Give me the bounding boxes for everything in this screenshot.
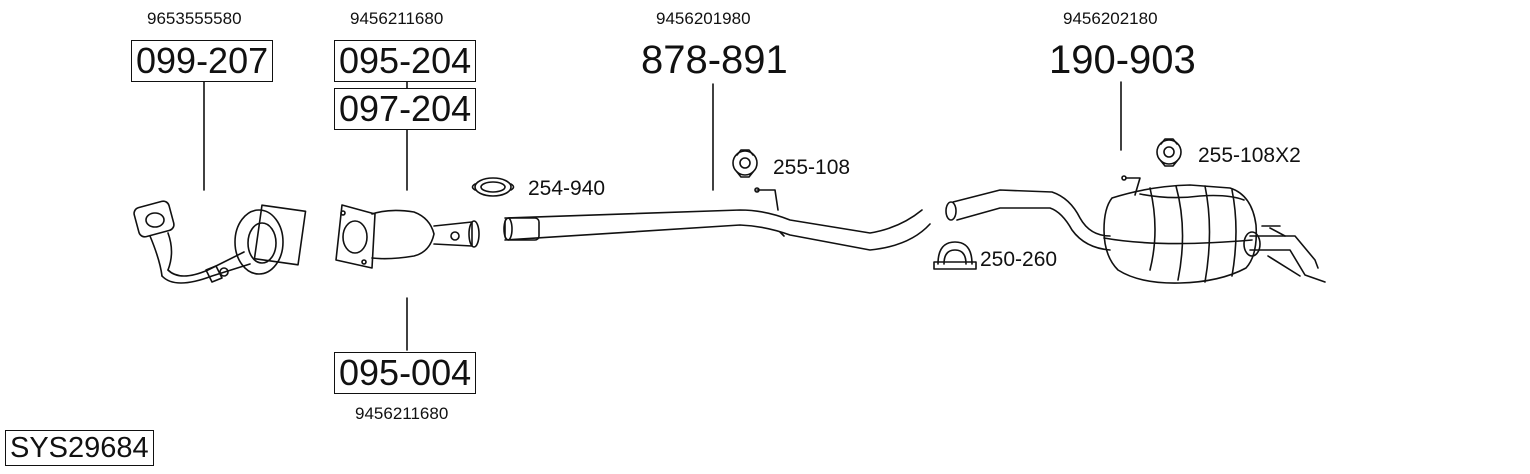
accessory-label[interactable]: 255-108 [773, 156, 851, 179]
rubber-hanger-icon [732, 149, 758, 178]
clamp-ring-icon [471, 177, 515, 197]
particulate-filter-part [335, 204, 480, 269]
accessory-label[interactable]: 255-108X2 [1198, 144, 1301, 167]
part-number-box[interactable]: 097-204 [334, 88, 477, 130]
rear-silencer-part [945, 175, 1326, 284]
part-number-box[interactable]: 095-204 [334, 40, 477, 82]
oem-number: 9456202180 [1063, 9, 1158, 28]
part-number-box[interactable]: 099-207 [131, 40, 274, 82]
part-number-label[interactable]: 190-903 [1049, 38, 1196, 82]
oem-number: 9456201980 [656, 9, 751, 28]
part-number-label[interactable]: 878-891 [641, 38, 788, 82]
middle-pipe-part [503, 187, 931, 251]
oem-number: 9653555580 [147, 9, 242, 28]
rubber-hanger-icon [1156, 138, 1182, 167]
front-pipe-part [133, 200, 307, 284]
accessory-label[interactable]: 250-260 [980, 248, 1058, 271]
part-number-box[interactable]: 095-004 [334, 352, 477, 394]
accessory-label[interactable]: 254-940 [528, 177, 606, 200]
u-bolt-clamp-icon [933, 241, 977, 270]
oem-number: 9456211680 [355, 404, 449, 423]
oem-number: 9456211680 [350, 9, 444, 28]
system-code-box: SYS29684 [5, 430, 154, 466]
